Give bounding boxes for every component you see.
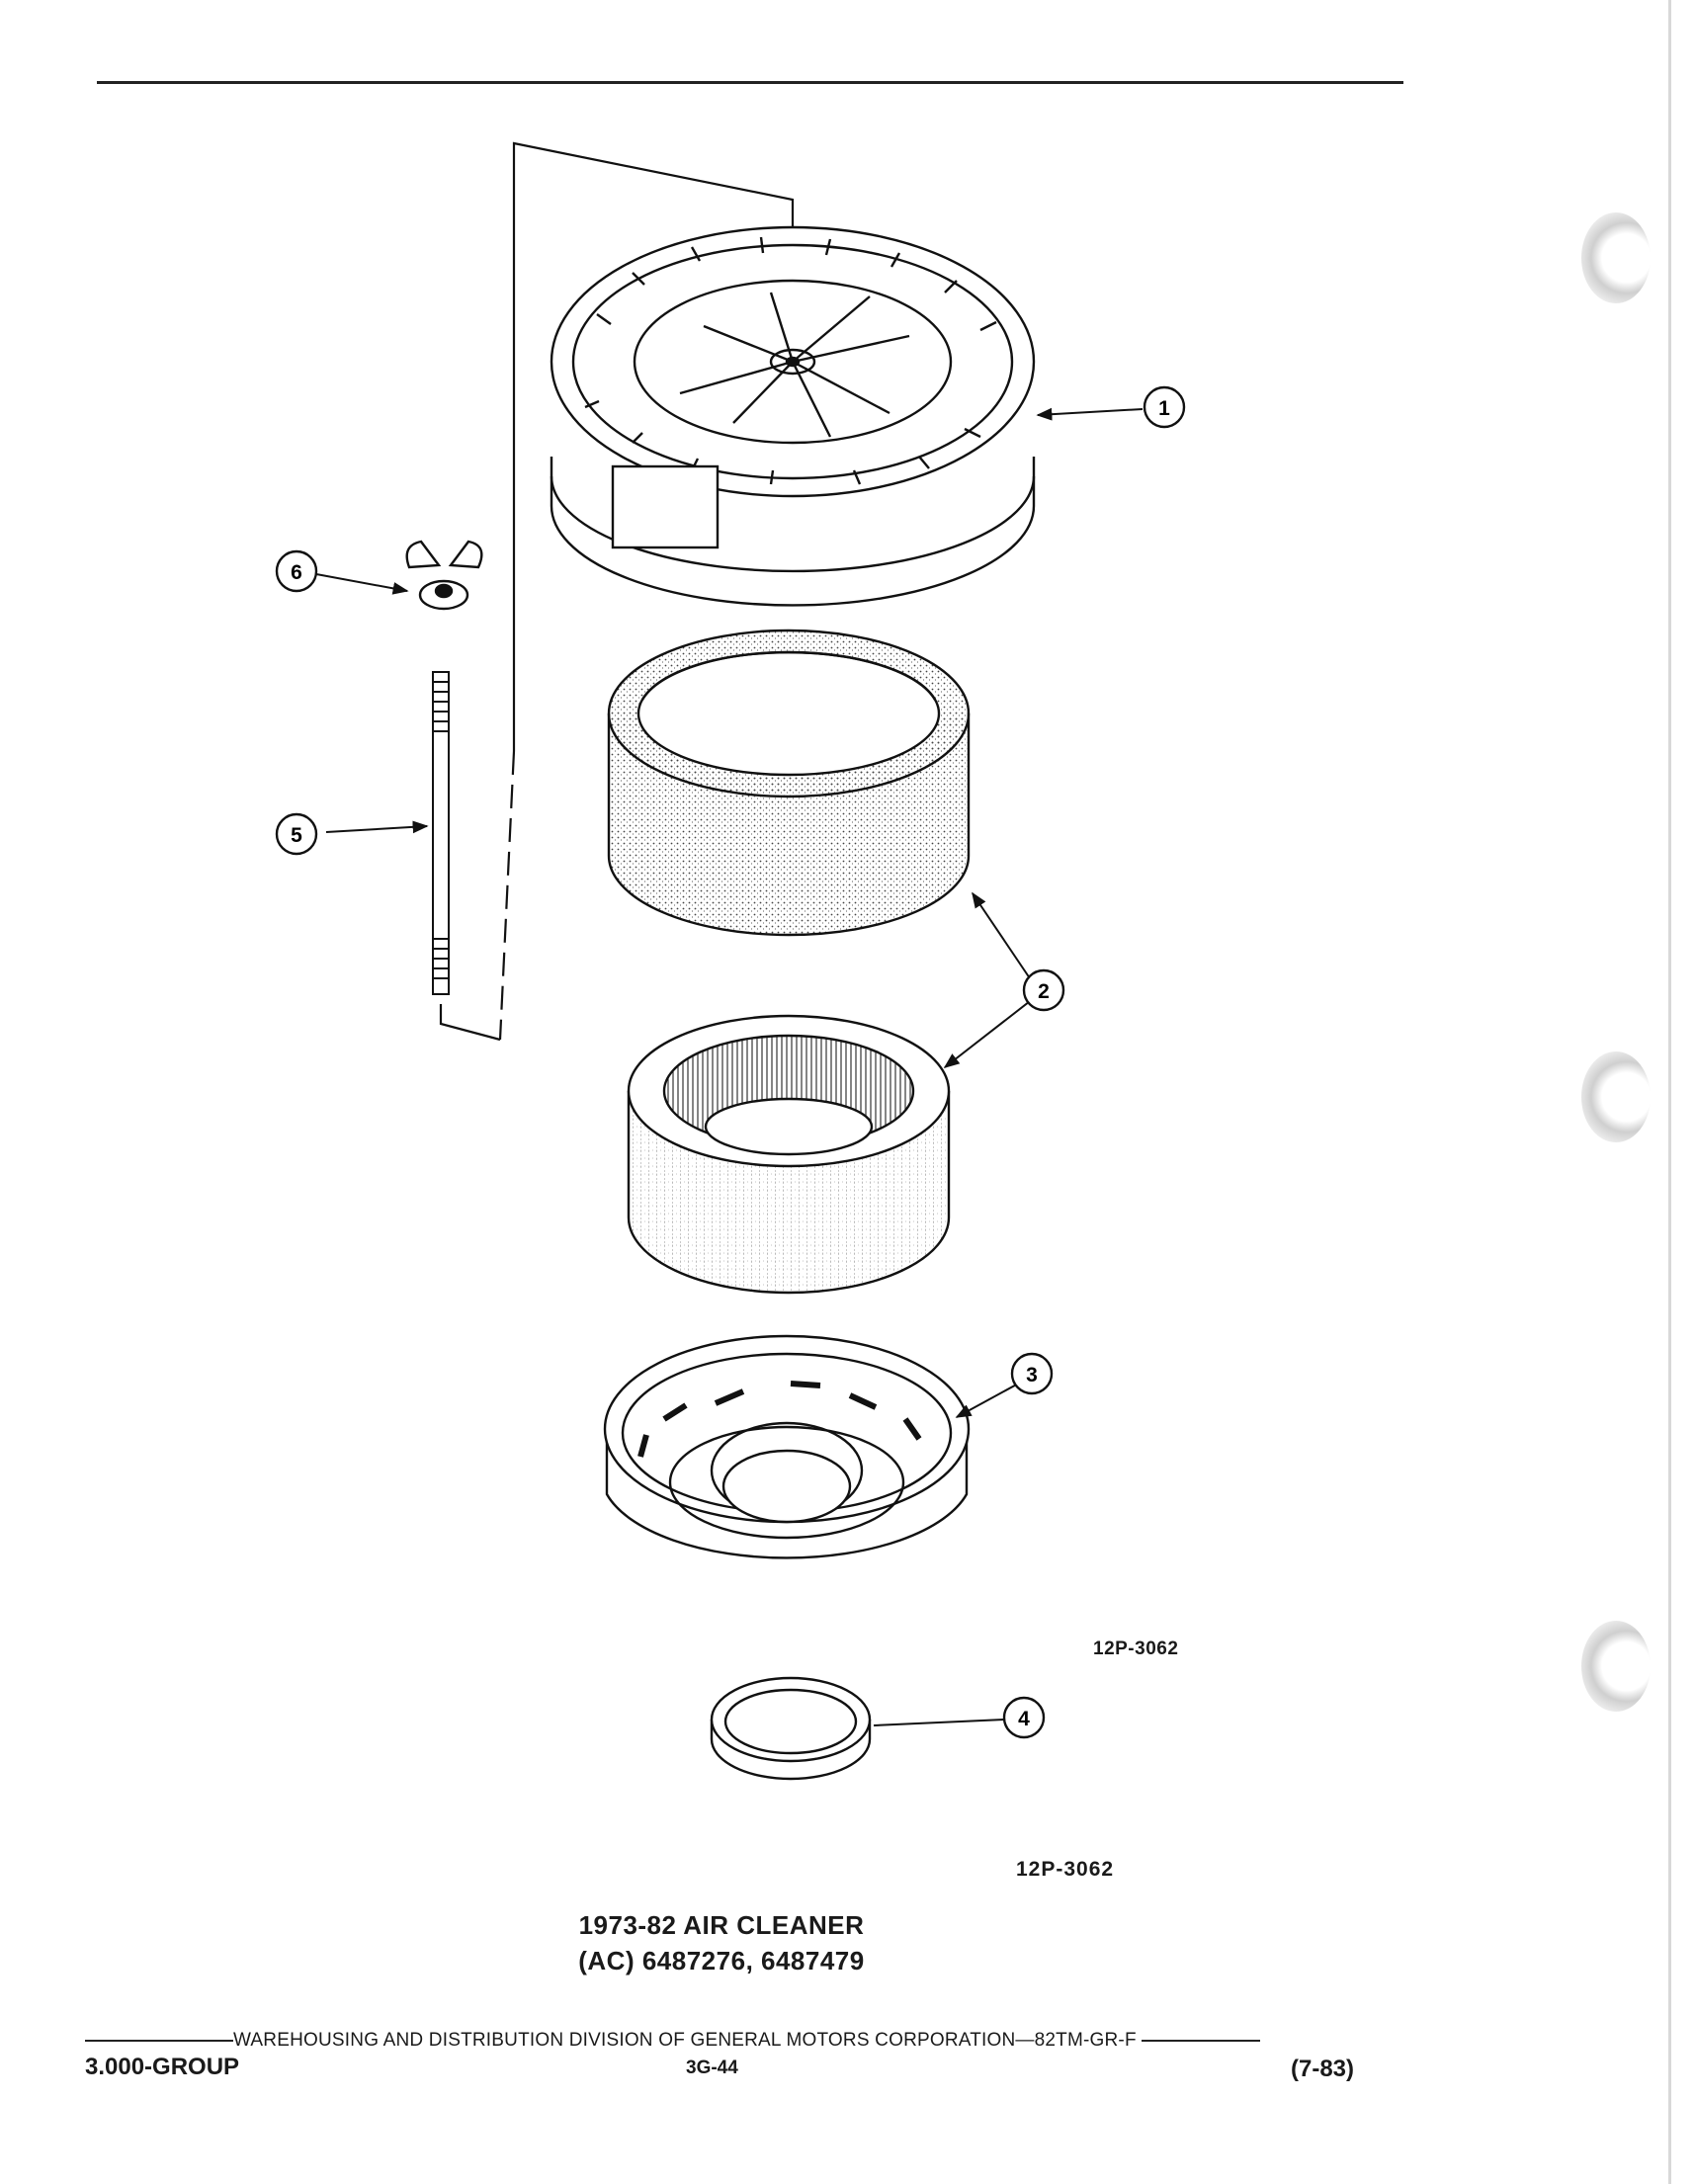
svg-text:1: 1 xyxy=(1158,397,1170,420)
footer-dash-left xyxy=(85,2039,233,2042)
svg-text:3: 3 xyxy=(1026,1364,1038,1386)
part-foam-wrapper xyxy=(607,629,971,937)
caption-title: 1973-82 AIR CLEANER xyxy=(578,1910,865,1940)
binder-hole-bottom xyxy=(1581,1621,1651,1712)
part-base xyxy=(603,1334,971,1559)
figure-id-large: 12P-3062 xyxy=(1016,1858,1115,1881)
part-gasket xyxy=(710,1676,872,1781)
svg-text:6: 6 xyxy=(291,561,302,584)
callout-4: 4 xyxy=(1002,1696,1046,1739)
caption-part-numbers: (AC) 6487276, 6487479 xyxy=(578,1946,865,1975)
footer-page-number: 3G-44 xyxy=(686,2058,738,2078)
top-rule xyxy=(97,81,1403,84)
footer-publisher-text: WAREHOUSING AND DISTRIBUTION DIVISION OF… xyxy=(233,2030,1137,2051)
svg-text:5: 5 xyxy=(291,824,302,847)
part-cover xyxy=(550,225,1036,607)
figure-caption: 1973-82 AIR CLEANER (AC) 6487276, 648747… xyxy=(455,1907,988,1978)
figure-id-small: 12P-3062 xyxy=(1093,1638,1179,1659)
callout-1: 1 xyxy=(1143,385,1186,429)
callout-3: 3 xyxy=(1010,1352,1054,1395)
svg-text:4: 4 xyxy=(1018,1708,1030,1730)
part-wing-nut xyxy=(405,540,483,611)
svg-text:2: 2 xyxy=(1038,980,1050,1003)
callout-6: 6 xyxy=(275,549,318,593)
part-filter-element xyxy=(627,1014,951,1295)
part-stud xyxy=(432,671,450,995)
binder-hole-top xyxy=(1581,212,1651,303)
callout-5: 5 xyxy=(275,812,318,856)
leader-lines xyxy=(315,407,1144,1726)
footer-publisher-line: WAREHOUSING AND DISTRIBUTION DIVISION OF… xyxy=(85,2030,1364,2052)
callout-2: 2 xyxy=(1022,968,1065,1012)
footer-revision-date: (7-83) xyxy=(1291,2056,1355,2082)
binder-hole-middle xyxy=(1581,1051,1651,1142)
page-edge-shadow xyxy=(1668,0,1671,2184)
footer-dash-right xyxy=(1142,2039,1261,2042)
footer-group: 3.000-GROUP xyxy=(85,2054,240,2080)
